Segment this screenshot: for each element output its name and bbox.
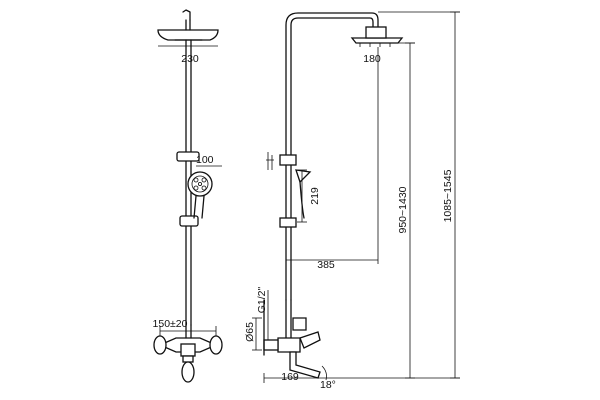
side-slider [279, 154, 297, 166]
side-spout [289, 351, 321, 379]
front-slider [176, 151, 200, 162]
side-mixer-body [277, 337, 301, 353]
front-head-stem [185, 19, 191, 31]
side-handle-knob [292, 317, 307, 331]
front-left-inlet [153, 335, 167, 355]
side-view [252, 11, 460, 383]
side-head-connector [365, 26, 387, 39]
front-mixer-lever [180, 343, 196, 357]
dim-arm-reach: 385 [317, 259, 335, 271]
front-right-inlet [209, 335, 223, 355]
front-hand-shower-handle [193, 195, 205, 219]
dim-holder-height: 219 [309, 187, 321, 205]
dim-total-height: 1085~1545 [442, 169, 454, 222]
front-view [153, 9, 223, 383]
front-lower-bracket [179, 215, 199, 227]
dim-spout-angle: 18° [320, 379, 336, 391]
side-hand-head [295, 169, 312, 184]
side-riser-outer [285, 12, 379, 301]
dim-outlet-diameter: Ø65 [244, 322, 256, 342]
dim-overhead-height: 950~1430 [397, 186, 409, 233]
front-head-shower [157, 29, 219, 41]
side-head-shower [350, 37, 404, 44]
dim-front-head-width: 230 [181, 53, 199, 65]
dim-inlet-thread: G1/2" [256, 286, 268, 313]
side-slider-knob [266, 152, 274, 170]
side-lower-bracket [279, 217, 297, 228]
front-hand-shower-face [187, 171, 213, 197]
front-spout [182, 355, 194, 363]
dim-hand-shower-diameter: 100 [196, 154, 214, 166]
front-top-hook [182, 9, 191, 21]
dim-spout-length: 169 [281, 371, 299, 383]
dim-side-head-width: 180 [363, 53, 381, 65]
side-riser-inner [290, 17, 374, 301]
side-wall-inlet [263, 339, 279, 351]
side-angle-arc [321, 365, 327, 381]
side-mixer-lever [299, 331, 321, 349]
dim-mixer-spacing: 150±20 [153, 318, 188, 330]
front-diverter [181, 361, 195, 383]
